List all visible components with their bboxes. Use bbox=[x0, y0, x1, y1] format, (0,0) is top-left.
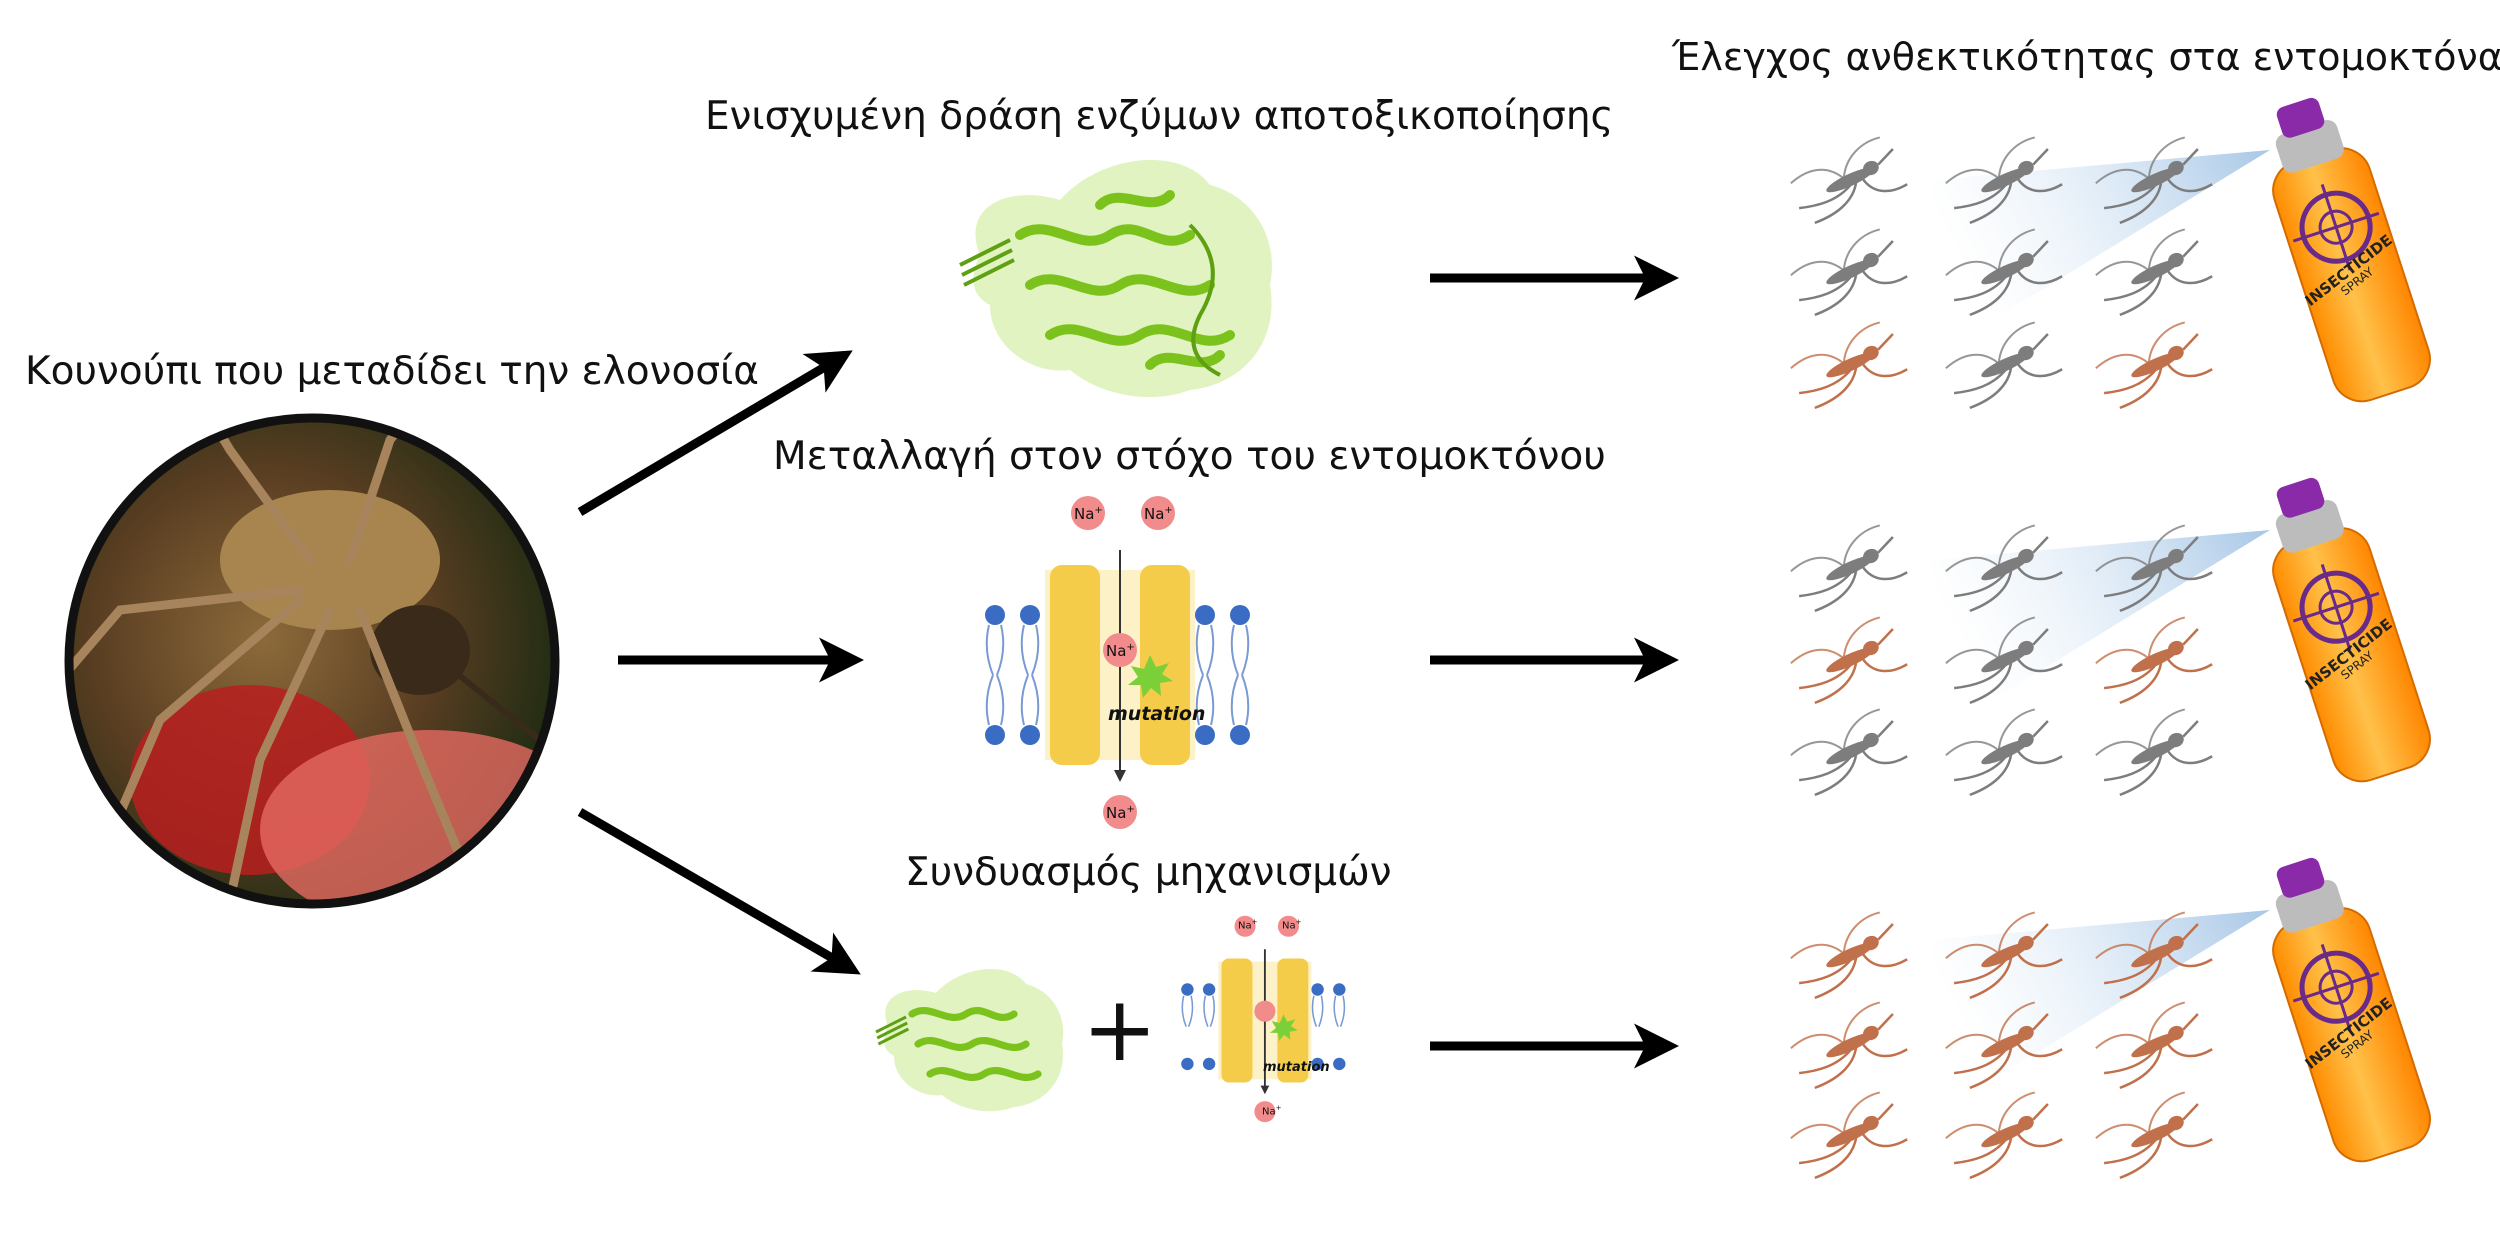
alive-mosquito-icon bbox=[2095, 1091, 2213, 1180]
sodium-label: Na+ bbox=[1282, 918, 1302, 932]
dead-mosquito-icon bbox=[2095, 708, 2213, 797]
sodium-label: Na+ bbox=[1238, 918, 1258, 932]
outcome-panel-1 bbox=[1790, 136, 2213, 410]
protein-structure bbox=[959, 159, 1272, 398]
mutation-label: mutation bbox=[1108, 703, 1206, 725]
sodium-ion bbox=[1071, 496, 1105, 530]
test-label: Έλεγχος ανθεκτικότητας στα εντομοκτόνα bbox=[1672, 35, 2500, 79]
outcome-panel-3 bbox=[1790, 911, 2213, 1180]
alive-mosquito-icon bbox=[1790, 1091, 1908, 1180]
alive-mosquito-icon bbox=[1945, 1091, 2063, 1180]
sodium-label: Na+ bbox=[1262, 1104, 1282, 1118]
enzymes-label: Ενισχυμένη δράση ενζύμων αποτοξικοποίηση… bbox=[705, 94, 1614, 139]
combo-channel bbox=[1181, 915, 1346, 1123]
target-label: Μεταλλαγή στον στόχο του εντομοκτόνου bbox=[773, 434, 1606, 479]
sodium-channel bbox=[985, 496, 1250, 829]
alive-mosquito-icon bbox=[2095, 911, 2213, 1000]
dead-mosquito-icon bbox=[2095, 228, 2213, 317]
dead-mosquito-icon bbox=[2095, 524, 2213, 613]
dead-mosquito-icon bbox=[1945, 136, 2063, 225]
mutation-star-icon bbox=[1128, 655, 1173, 698]
mosquito-label: Κουνούπι που μεταδίδει την ελονοσία bbox=[25, 349, 759, 394]
mutation-label: mutation bbox=[1263, 1060, 1330, 1075]
combo-protein bbox=[875, 968, 1064, 1112]
alive-mosquito-icon bbox=[2095, 616, 2213, 705]
sodium-label: Na+ bbox=[1106, 804, 1135, 822]
outcome-panel-2 bbox=[1790, 524, 2213, 797]
dead-mosquito-icon bbox=[1945, 616, 2063, 705]
dead-mosquito-icon bbox=[1790, 708, 1908, 797]
plus-sign: + bbox=[1082, 977, 1158, 1082]
dead-mosquito-icon bbox=[1945, 228, 2063, 317]
dead-mosquito-icon bbox=[1790, 228, 1908, 317]
dead-mosquito-icon bbox=[1945, 321, 2063, 410]
arrow-to-combo bbox=[577, 808, 861, 975]
sodium-label: Na+ bbox=[1144, 505, 1173, 523]
lipid-bilayer-right bbox=[1195, 605, 1250, 745]
sodium-ion bbox=[1103, 795, 1137, 829]
insecticide-spray-can-icon bbox=[1930, 97, 2431, 403]
alive-mosquito-icon bbox=[1945, 1001, 2063, 1090]
alive-mosquito-icon bbox=[1790, 321, 1908, 410]
alive-mosquito-icon bbox=[2095, 1001, 2213, 1090]
insecticide-spray-can-icon bbox=[1930, 477, 2431, 783]
alive-mosquito-icon bbox=[1945, 911, 2063, 1000]
lipid-bilayer-left bbox=[985, 605, 1040, 745]
alive-mosquito-icon bbox=[1790, 1001, 1908, 1090]
insecticide-spray-can-icon bbox=[1930, 857, 2431, 1163]
combo-label: Συνδυασμός μηχανισμών bbox=[905, 850, 1392, 895]
arrow-to-enzymes bbox=[577, 350, 853, 516]
dead-mosquito-icon bbox=[1945, 524, 2063, 613]
dead-mosquito-icon bbox=[1790, 136, 1908, 225]
dead-mosquito-icon bbox=[1945, 708, 2063, 797]
mosquito-photo bbox=[64, 413, 560, 909]
sodium-label: Na+ bbox=[1074, 505, 1103, 523]
alive-mosquito-icon bbox=[1790, 911, 1908, 1000]
sodium-label: Na+ bbox=[1106, 642, 1135, 660]
alive-mosquito-icon bbox=[1790, 616, 1908, 705]
dead-mosquito-icon bbox=[2095, 136, 2213, 225]
alive-mosquito-icon bbox=[2095, 321, 2213, 410]
sodium-ion bbox=[1103, 633, 1137, 667]
dead-mosquito-icon bbox=[1790, 524, 1908, 613]
sodium-ion bbox=[1141, 496, 1175, 530]
